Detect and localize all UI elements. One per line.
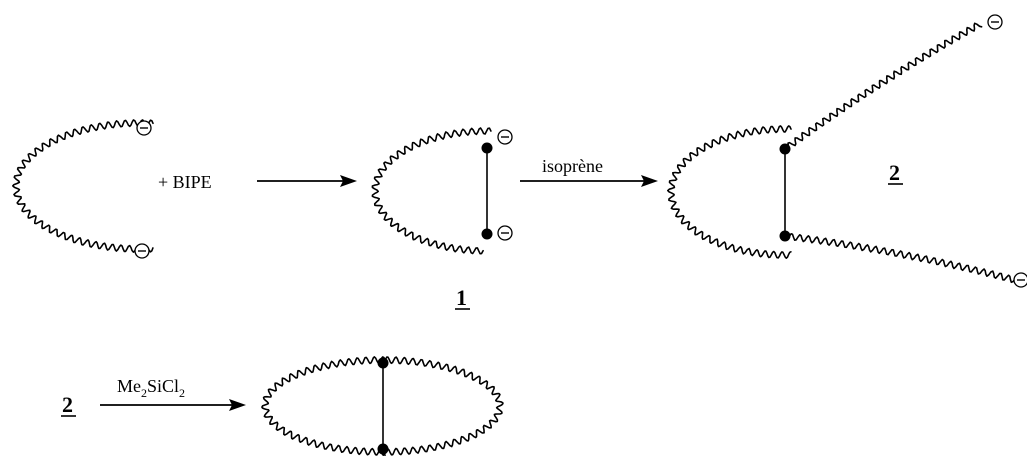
compound-2-upper-arm (784, 22, 983, 152)
junction-dot (779, 143, 791, 155)
product-right-ring (380, 356, 504, 456)
arrow-1 (257, 175, 357, 187)
anion-charge-symbol (136, 120, 152, 136)
compound-1-label: 1 (456, 285, 467, 310)
anion-charge-symbol (497, 225, 513, 241)
compound-2-lower-arm (784, 233, 1017, 284)
polymer-chains (12, 22, 1017, 456)
junction-dot (377, 357, 389, 369)
anion-charge-symbol (987, 14, 1003, 30)
anion-charges (134, 14, 1027, 288)
junction-dots (377, 142, 791, 455)
anion-charge-symbol (1013, 272, 1027, 288)
reagent-bipe-label: + BIPE (158, 172, 212, 192)
product-left-ring (261, 356, 386, 456)
anion-charge-symbol (134, 243, 150, 259)
compound-2-start-label: 2 (62, 392, 73, 417)
isoprene-label: isoprène (542, 156, 603, 176)
junction-dot (481, 228, 493, 240)
compound-1-ring (371, 127, 492, 255)
silane-reagent-label: Me2SiCl2 (117, 376, 185, 400)
junction-dot (481, 142, 493, 154)
junction-dot (779, 230, 791, 242)
junction-dot (377, 443, 389, 455)
linear-dianion-chain (12, 119, 154, 253)
arrow-3 (100, 399, 246, 411)
anion-charge-symbol (497, 129, 513, 145)
arrow-2 (520, 175, 658, 187)
compound-2-label: 2 (889, 160, 900, 185)
compound-2-ring (667, 125, 792, 259)
junction-bonds (382, 148, 786, 449)
